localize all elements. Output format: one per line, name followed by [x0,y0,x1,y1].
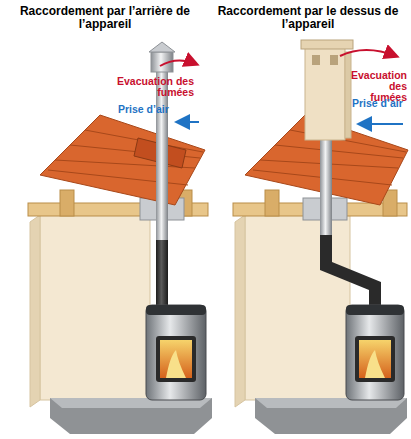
top-connection-illustration [233,40,408,434]
air-intake-label: Prise d’air [352,98,408,109]
smoke-label: Evacuation des fumées [108,76,194,98]
rear-connection-illustration [28,42,212,434]
heading: Raccordement par le dessus de l’appareil [210,5,406,30]
air-intake-label: Prise d’air [118,104,178,115]
heading: Raccordement par l’arrière de l’appareil [5,5,205,30]
